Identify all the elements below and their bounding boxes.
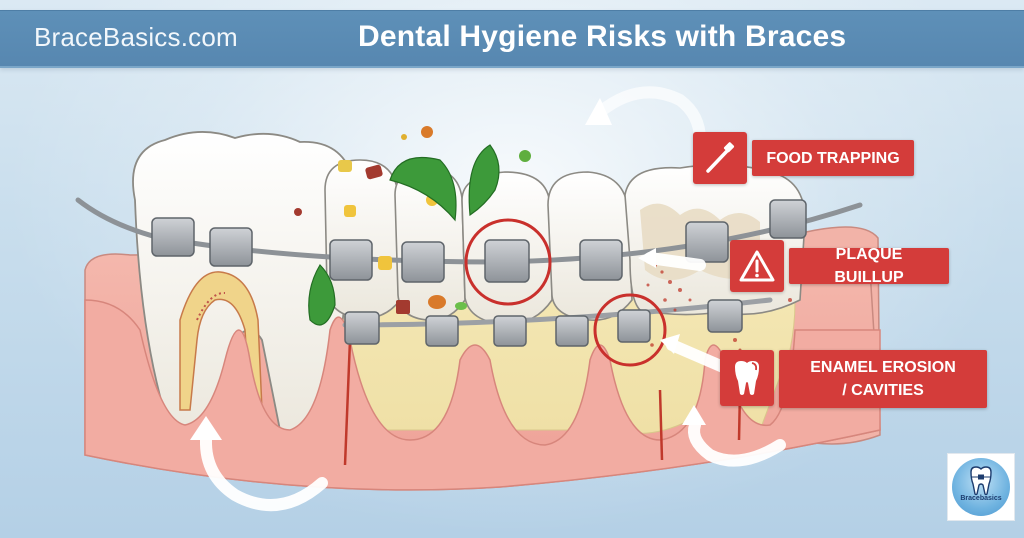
tooth-with-braces-icon [970,466,992,496]
label-enamel-erosion: ENAMEL EROSION / CAVITIES [720,350,987,408]
tooth-icon [735,361,759,395]
highlight-circle-upper [464,218,552,306]
brand-logo: Bracebasics [947,453,1015,521]
site-name: BraceBasics.com [34,22,238,52]
page-title: Dental Hygiene Risks with Braces [358,20,847,53]
label-text: PLAQUE BUILLUP [789,246,949,286]
label-text: FOOD TRAPPING [752,140,914,176]
label-plaque-buildup: PLAQUE BUILLUP [730,240,949,292]
warning-icon [739,250,775,282]
toothbrush-icon [706,142,735,173]
header-banner: BraceBasics.com Dental Hygiene Risks wit… [0,10,1024,68]
food-particles [294,126,531,326]
lower-brackets [344,299,743,347]
gum-arches [84,299,881,491]
braces-illustration [75,86,881,511]
label-food-trapping: FOOD TRAPPING [693,132,914,184]
highlight-circle-lower [593,293,667,367]
label-text-line1: ENAMEL EROSION [810,359,956,376]
toothbrush-icon-box [693,132,747,184]
logo-circle: Bracebasics [952,458,1010,516]
circular-arrows [199,86,786,511]
logo-text: Bracebasics [960,495,1002,502]
arrow-heads [190,98,706,440]
warning-icon-box [730,240,784,292]
tooth-icon-box [720,350,774,406]
label-text-line2: / CAVITIES [842,382,924,399]
upper-brackets [151,199,807,283]
label-text: ENAMEL EROSION / CAVITIES [779,350,987,408]
